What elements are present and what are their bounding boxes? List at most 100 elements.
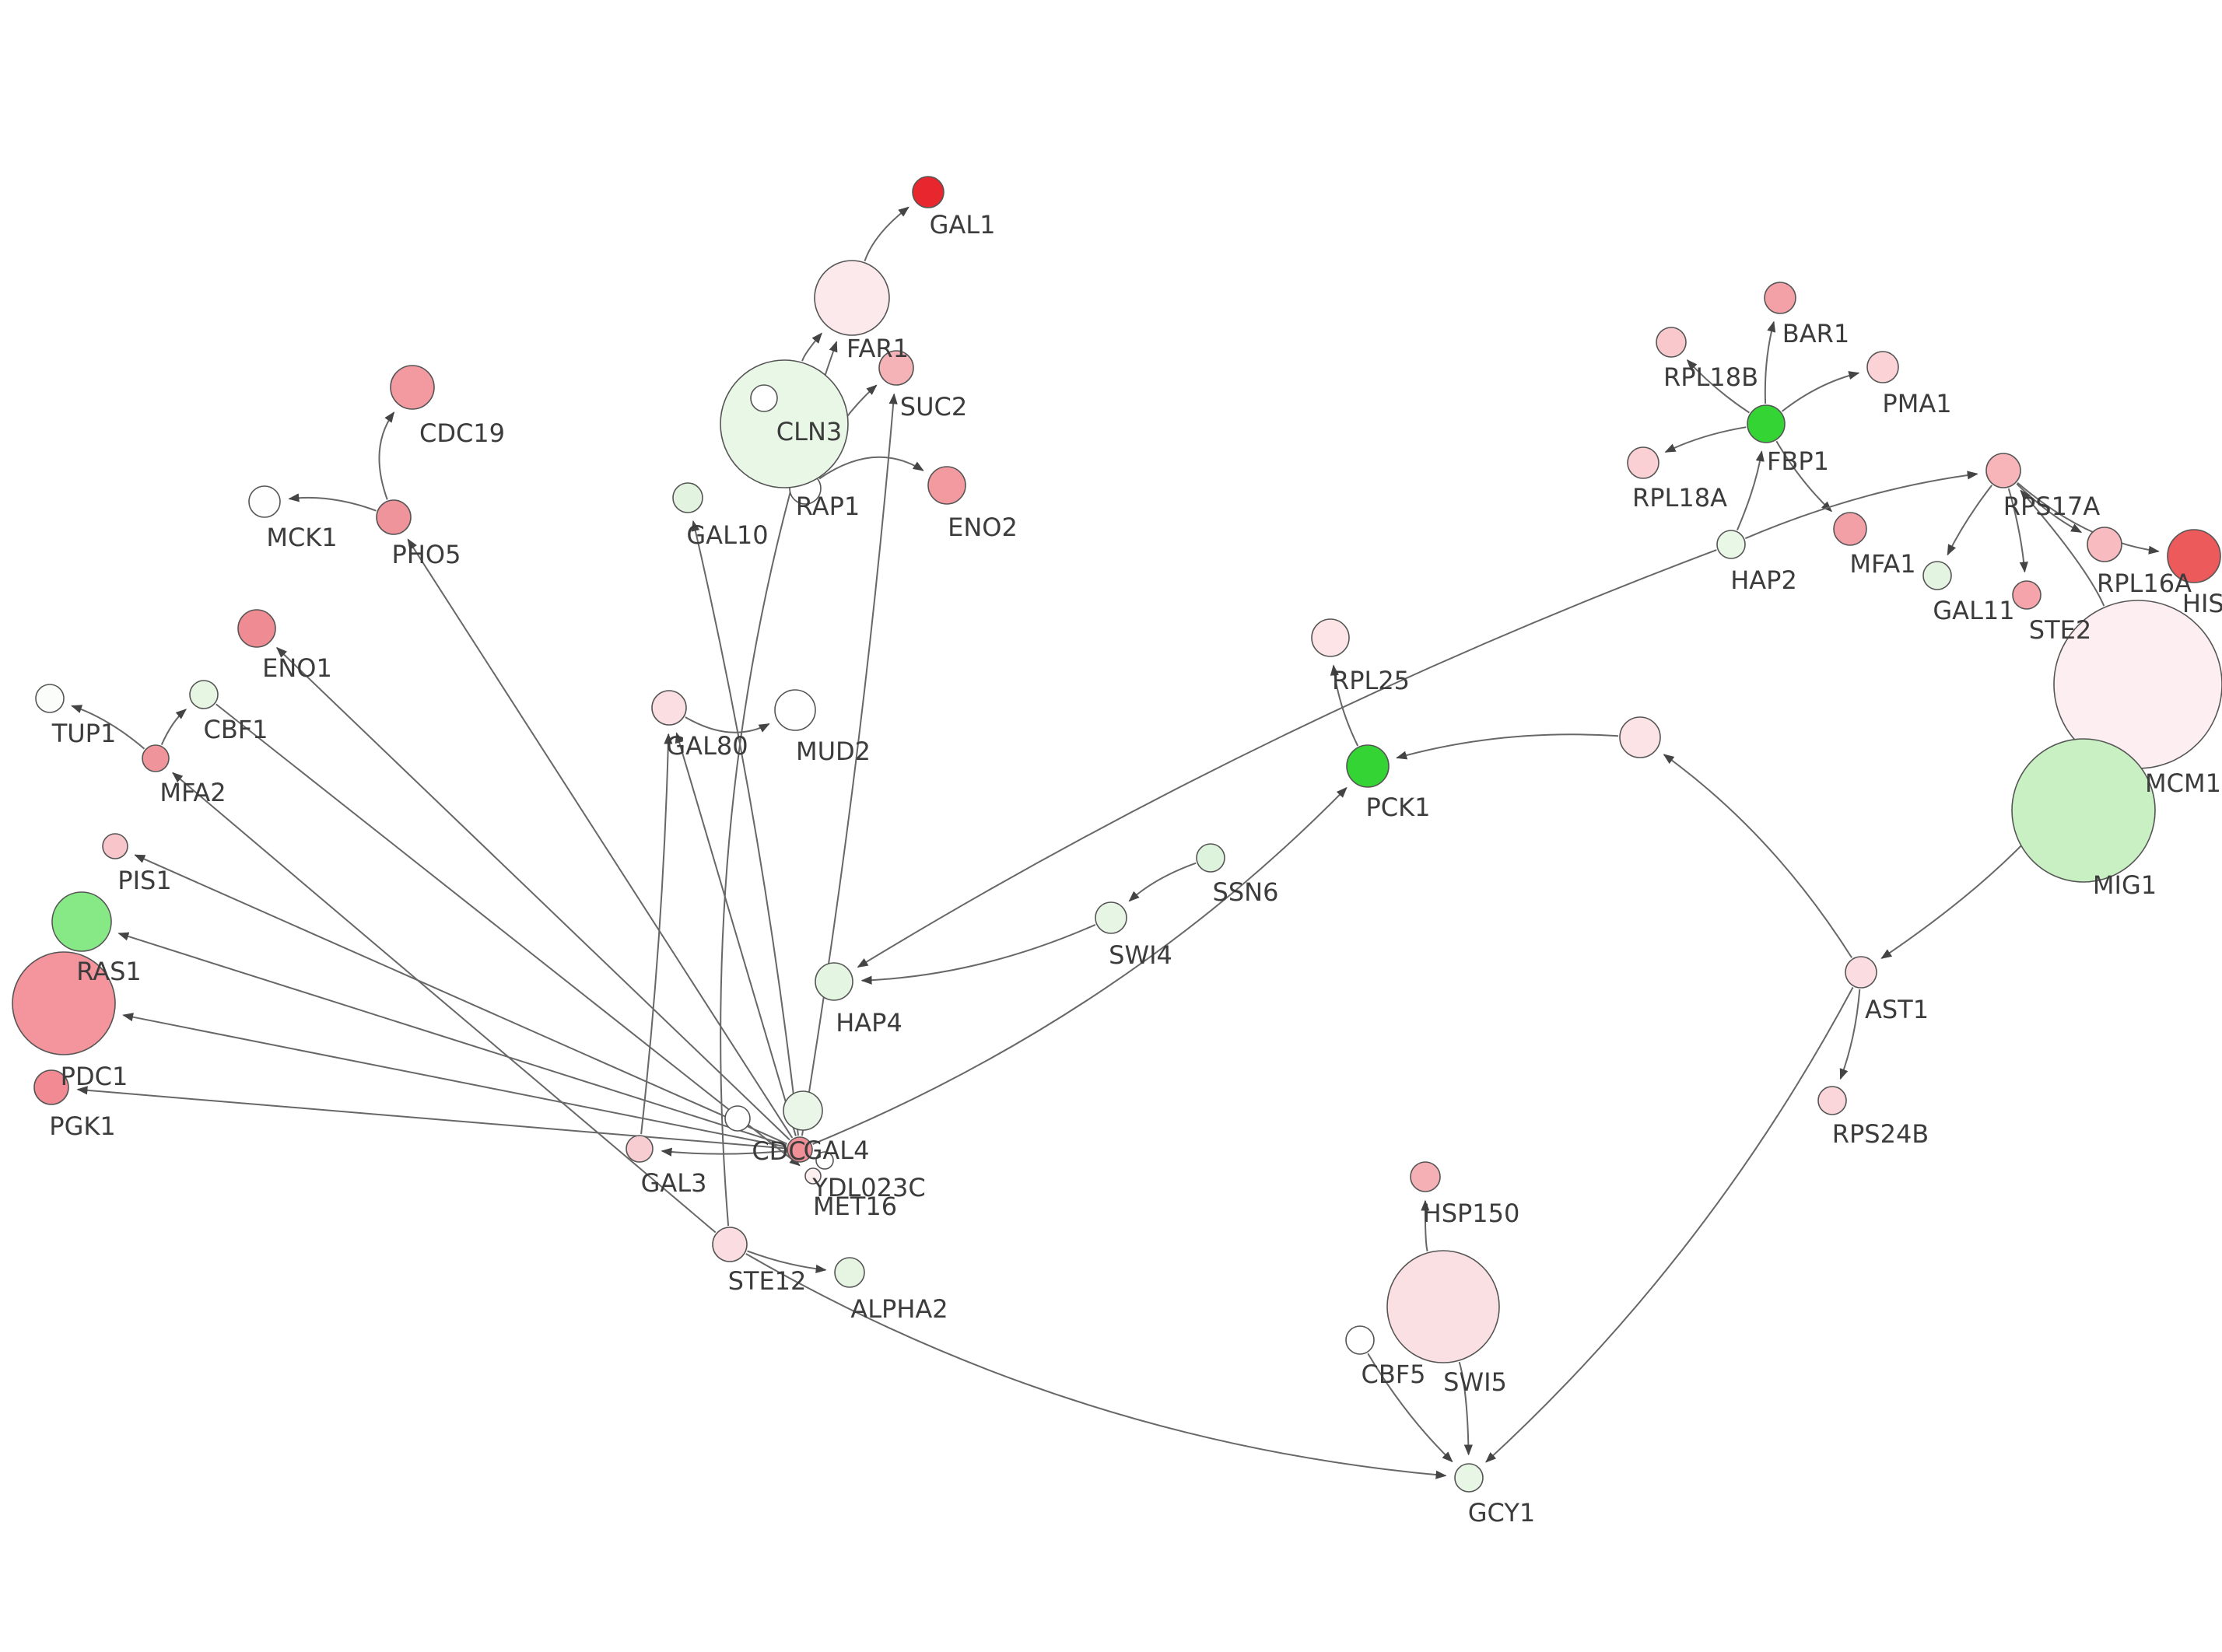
- edge-MFA2-CBF1: [160, 709, 187, 746]
- node-RPL18B[interactable]: [1656, 327, 1687, 358]
- node-MFA1[interactable]: [1833, 512, 1867, 546]
- node-label-RAS1: RAS1: [76, 957, 142, 986]
- node-label-RPS17A: RPS17A: [2003, 492, 2101, 521]
- edge-FBP1-RPL18A: [1664, 426, 1747, 453]
- node-STE12[interactable]: [712, 1227, 748, 1262]
- edge-GAL4-GAL80: [675, 732, 797, 1136]
- edge-RAP1-ENO2: [818, 456, 924, 480]
- edge-AST1-RPS24B: [1839, 989, 1861, 1080]
- node-SWI5[interactable]: [1386, 1250, 1500, 1363]
- node-RAS1[interactable]: [51, 891, 112, 952]
- edge-SSN6-SWI4: [1128, 862, 1197, 902]
- node-label-CDC19: CDC19: [419, 418, 505, 448]
- node-ENO1[interactable]: [237, 609, 276, 648]
- node-label-MIG1: MIG1: [2093, 870, 2157, 900]
- node-PDC1[interactable]: [12, 951, 116, 1055]
- node-label-GAL1: GAL1: [930, 210, 996, 240]
- edges-layer: [71, 206, 2160, 1479]
- node-FAR1[interactable]: [814, 260, 890, 336]
- node-label-GAL11: GAL11: [1933, 596, 2014, 625]
- node-PCK1[interactable]: [1346, 744, 1390, 788]
- node-label-RPL16A: RPL16A: [2097, 569, 2192, 598]
- node-RPL18A[interactable]: [1627, 446, 1659, 479]
- edge-GAL4-PCK1: [812, 786, 1348, 1146]
- edge-GAL4-PHO5: [407, 538, 794, 1139]
- node-label-TUP1: TUP1: [51, 719, 117, 748]
- edge-FBP1-MFA1: [1775, 440, 1833, 513]
- node-GAL4[interactable]: [787, 1136, 813, 1163]
- node-ALPHA2[interactable]: [834, 1257, 865, 1288]
- node-SWI4[interactable]: [1095, 901, 1127, 934]
- node-CDC[interactable]: [783, 1090, 823, 1131]
- edge-FBP1-BAR1: [1764, 320, 1776, 404]
- nodes-layer: [12, 176, 2222, 1493]
- node-PIS1[interactable]: [102, 833, 128, 859]
- edge-n2-PCK1: [1396, 733, 1619, 760]
- node-GAL1[interactable]: [912, 176, 945, 208]
- edge-GAL3-GAL80: [640, 733, 673, 1135]
- node-label-CLN3: CLN3: [776, 417, 842, 446]
- edge-FBP1-RPL18B: [1686, 359, 1750, 414]
- node-RPL25[interactable]: [1311, 618, 1350, 657]
- edge-PCK1-RPL25: [1330, 664, 1359, 747]
- node-n2[interactable]: [1619, 716, 1661, 758]
- node-CBF1[interactable]: [189, 680, 219, 709]
- node-label-HSP150: HSP150: [1423, 1199, 1520, 1228]
- node-FBP1[interactable]: [1747, 404, 1786, 443]
- node-MCK1[interactable]: [248, 485, 281, 518]
- node-n1[interactable]: [750, 384, 778, 412]
- node-YDL023C[interactable]: [815, 1151, 834, 1170]
- node-label-CBF5: CBF5: [1361, 1360, 1425, 1389]
- node-label-PIS1: PIS1: [117, 866, 171, 895]
- node-GAL3[interactable]: [626, 1135, 654, 1163]
- node-SUC2[interactable]: [878, 350, 914, 386]
- node-SSN6[interactable]: [1196, 843, 1225, 873]
- edge-SWI4-HAP4: [860, 923, 1096, 985]
- node-GAL80[interactable]: [651, 690, 687, 726]
- edge-GAL4-GAL10: [691, 520, 799, 1136]
- node-PGK1[interactable]: [33, 1069, 69, 1105]
- node-label-AST1: AST1: [1865, 995, 1929, 1024]
- node-HAP4[interactable]: [815, 962, 853, 1001]
- node-MET16[interactable]: [804, 1167, 822, 1185]
- node-label-RPL18A: RPL18A: [1632, 483, 1727, 513]
- node-RPL16A[interactable]: [2087, 527, 2122, 562]
- node-STE2[interactable]: [2012, 580, 2042, 610]
- node-CDC19[interactable]: [390, 365, 435, 410]
- node-n3[interactable]: [724, 1105, 751, 1132]
- node-MIG1[interactable]: [2011, 738, 2156, 883]
- node-AST1[interactable]: [1845, 956, 1877, 989]
- node-HIS4[interactable]: [2167, 529, 2221, 583]
- node-label-PHO5: PHO5: [392, 540, 461, 569]
- node-BAR1[interactable]: [1764, 282, 1796, 314]
- node-PHO5[interactable]: [376, 499, 412, 535]
- node-label-MUD2: MUD2: [796, 737, 871, 766]
- node-ENO2[interactable]: [927, 466, 966, 505]
- edge-STE12-MFA2: [172, 772, 717, 1234]
- node-GAL11[interactable]: [1922, 561, 1952, 590]
- node-GAL10[interactable]: [672, 482, 703, 513]
- node-RPS17A[interactable]: [1985, 453, 2021, 488]
- node-label-RPL25: RPL25: [1332, 666, 1410, 695]
- node-PMA1[interactable]: [1866, 351, 1899, 383]
- edge-GAL4-ENO1: [275, 646, 790, 1141]
- node-CBF5[interactable]: [1345, 1325, 1375, 1355]
- node-TUP1[interactable]: [35, 684, 65, 713]
- node-label-PMA1: PMA1: [1882, 389, 1951, 418]
- edge-PHO5-MCK1: [288, 493, 377, 512]
- node-RPS24B[interactable]: [1817, 1086, 1847, 1115]
- edge-HAP2-FBP1: [1736, 450, 1765, 530]
- node-HAP2[interactable]: [1716, 530, 1746, 559]
- node-label-HAP4: HAP4: [836, 1008, 902, 1038]
- edge-PHO5-CDC19: [378, 411, 395, 500]
- node-label-SWI5: SWI5: [1443, 1367, 1507, 1397]
- node-MUD2[interactable]: [774, 689, 816, 731]
- edge-FBP1-PMA1: [1781, 371, 1860, 412]
- node-MFA2[interactable]: [142, 744, 170, 772]
- node-GCY1[interactable]: [1454, 1463, 1484, 1493]
- edge-STE12-GCY1: [745, 1253, 1447, 1479]
- node-label-YDL023C: YDL023C: [811, 1173, 925, 1202]
- node-HSP150[interactable]: [1410, 1161, 1441, 1192]
